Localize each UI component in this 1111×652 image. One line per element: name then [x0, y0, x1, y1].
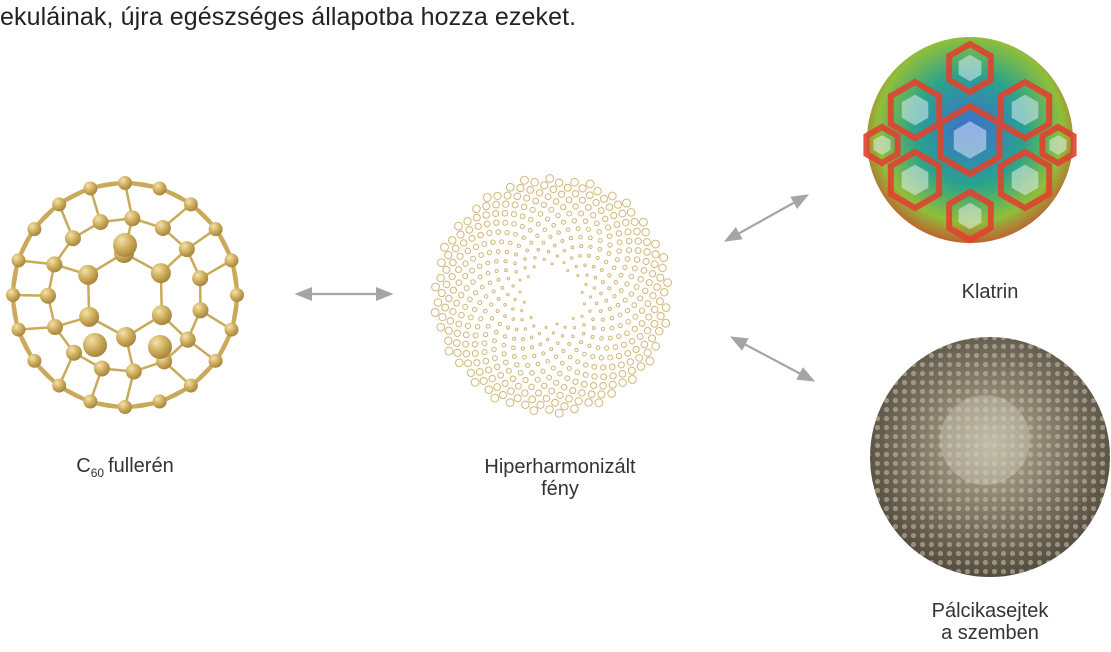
fullerene-name: fullerén [108, 455, 174, 477]
rod-cells-illustration [870, 337, 1110, 577]
light-label-line1: Hiperharmonizált [440, 456, 680, 478]
rod-cells-label-line2: a szemben [880, 622, 1100, 644]
hyperharmonized-light-illustration [431, 175, 671, 418]
rod-cells-label: Pálcikasejtek a szemben [880, 600, 1100, 644]
connector-light-rodcells [733, 338, 812, 380]
fullerene-illustration [6, 176, 244, 414]
rod-cells-label-line1: Pálcikasejtek [880, 600, 1100, 622]
connector-light-clathrin [727, 196, 806, 240]
fullerene-subscript: 60 [91, 466, 104, 480]
light-label-line2: fény [440, 478, 680, 500]
light-label: Hiperharmonizált fény [440, 456, 680, 500]
clathrin-illustration [866, 37, 1073, 243]
clathrin-label: Klatrin [910, 281, 1070, 303]
fullerene-symbol: C [76, 455, 90, 477]
fullerene-label: C60 fullerén [30, 455, 220, 484]
